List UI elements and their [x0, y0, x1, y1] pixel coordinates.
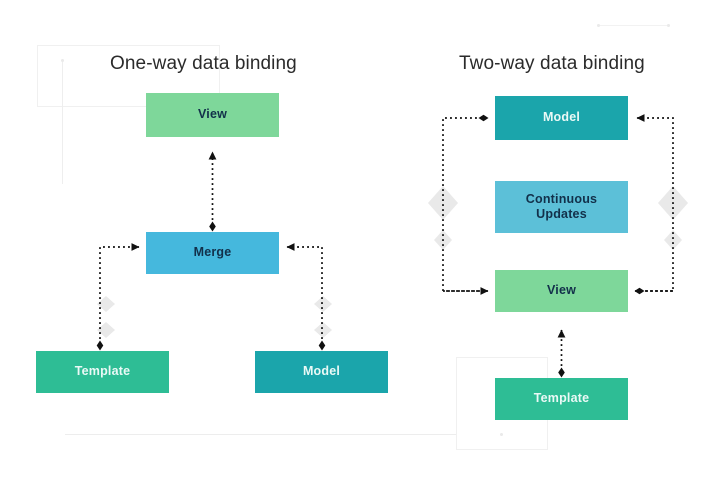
- edge-view-to-model-left-loop: [442, 114, 489, 295]
- node-continuous-updates-line1: Continuous: [525, 191, 598, 206]
- node-model-one-way[interactable]: Model: [255, 351, 388, 393]
- node-template-one-way-label: Template: [74, 364, 131, 379]
- node-view-two-way-label: View: [546, 283, 577, 298]
- node-view-two-way[interactable]: View: [495, 270, 628, 312]
- two-way-diagram-title: Two-way data binding: [459, 53, 645, 74]
- ghost-vline-left: [62, 60, 63, 184]
- ghost-dot-bottom-right: [500, 433, 503, 436]
- one-way-diagram-title: One-way data binding: [110, 53, 297, 74]
- ghost-dot-vline-top: [61, 59, 64, 62]
- ghost-dot-topright-right: [667, 24, 670, 27]
- node-merge-one-way-label: Merge: [193, 245, 232, 260]
- ghost-hline-bottom: [65, 434, 457, 435]
- node-view-one-way-label: View: [197, 107, 228, 122]
- node-continuous-updates-line2: Updates: [536, 207, 587, 221]
- node-view-one-way[interactable]: View: [146, 93, 279, 137]
- ghost-dot-topright-left: [597, 24, 600, 27]
- node-template-two-way-label: Template: [533, 391, 590, 406]
- edge-model-to-view-right-loop: [634, 114, 674, 295]
- node-template-one-way[interactable]: Template: [36, 351, 169, 393]
- node-template-two-way[interactable]: Template: [495, 378, 628, 420]
- node-continuous-updates-label: Continuous Updates: [526, 192, 597, 223]
- node-model-one-way-label: Model: [302, 364, 341, 379]
- edge-template-to-merge: [96, 243, 140, 351]
- node-model-two-way[interactable]: Model: [495, 96, 628, 140]
- node-model-two-way-label: Model: [542, 110, 581, 125]
- node-merge-one-way[interactable]: Merge: [146, 232, 279, 274]
- ghost-hline-top-right: [598, 25, 670, 26]
- node-continuous-updates[interactable]: Continuous Updates: [495, 181, 628, 233]
- edge-model-to-merge: [286, 243, 326, 351]
